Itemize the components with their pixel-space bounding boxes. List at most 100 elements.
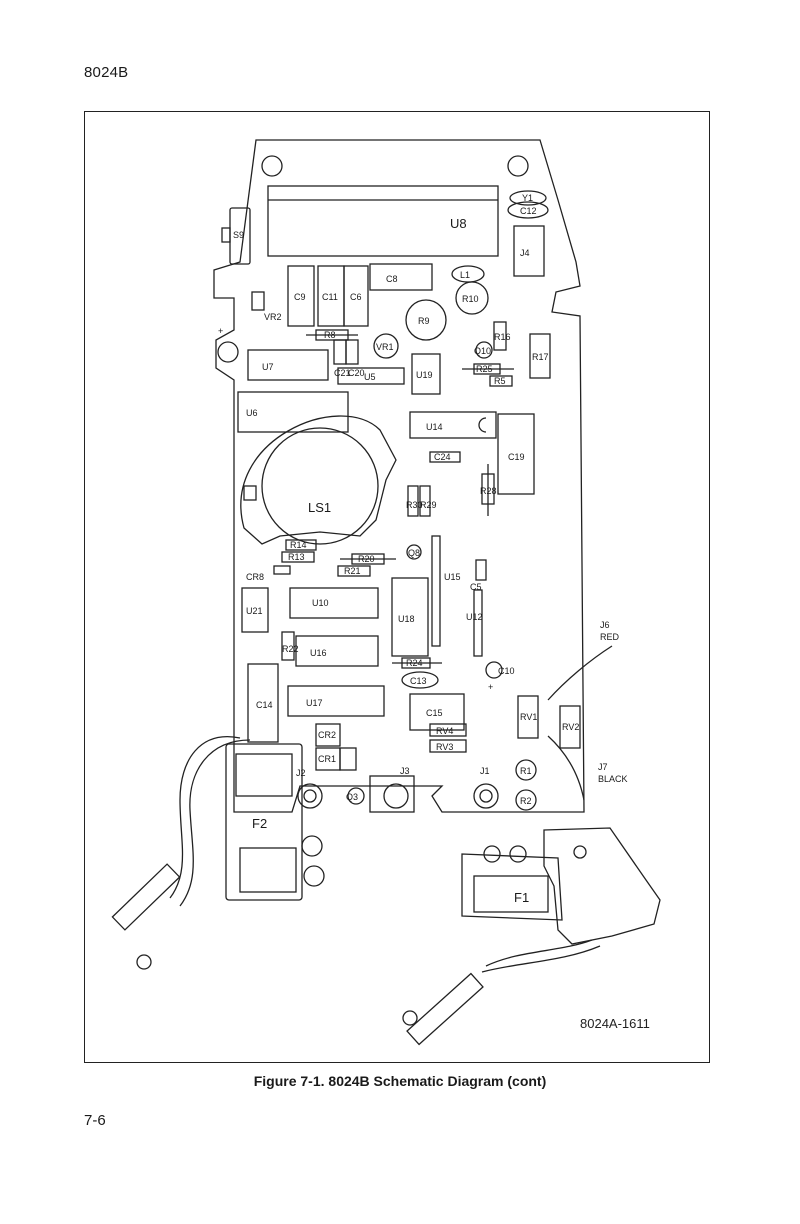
u17-chip [287,685,385,717]
label-black: BLACK [598,774,628,784]
rv3-varistor [429,739,467,753]
page-number: 7-6 [84,1112,106,1129]
r17-resistor [529,333,551,379]
label-r29: R29 [420,500,437,510]
label-r28: R28 [480,486,497,496]
u5-chip [337,367,405,385]
label-rv4: RV4 [436,726,453,736]
u12-strip [473,589,483,657]
r22-resistor [281,631,295,661]
label-j1: J1 [480,766,490,776]
label-c15: C15 [426,708,443,718]
q8-transistor [406,544,422,560]
label-r30: R30 [406,500,423,510]
label-r8: R8 [324,330,336,340]
u21-chip [241,587,269,633]
u19-chip [411,353,441,395]
j7-black-wire [547,735,585,801]
label-u18: U18 [398,614,415,624]
label-r16: R16 [494,332,511,342]
label-red: RED [600,632,620,642]
label-j6: J6 [600,620,610,630]
figure-caption: Figure 7-1. 8024B Schematic Diagram (con… [253,1073,547,1089]
f1-bracket [543,827,661,945]
f2-fuse-holder [225,743,303,901]
label-u6: U6 [246,408,258,418]
rv1-varistor [517,695,539,739]
label-c20: C20 [348,368,365,378]
label-plus-top: + [218,326,223,336]
c24-capacitor [429,451,461,463]
j1-jack [473,783,499,809]
pcb-board-outline [213,139,585,813]
vr2-regulator [251,291,265,311]
label-rv2: RV2 [562,722,579,732]
f1-wires [485,939,593,967]
label-c13: C13 [410,676,427,686]
r29-resistor [419,485,431,517]
f2-wire-2 [179,739,251,907]
label-r25: R25 [476,364,493,374]
label-r20: R20 [358,554,375,564]
r9-pot [405,299,447,341]
label-u5: U5 [364,372,376,382]
c14-capacitor [247,663,279,743]
label-c9: C9 [294,292,306,302]
label-u16: U16 [310,648,327,658]
r2-resistor [515,789,537,811]
label-r10: R10 [462,294,479,304]
label-c8: C8 [386,274,398,284]
c9-capacitor [287,265,315,327]
label-c6: C6 [350,292,362,302]
label-u7: U7 [262,362,274,372]
label-c14: C14 [256,700,273,710]
label-r2: R2 [520,796,532,806]
f1-probe-clip [406,972,484,1046]
label-rv3: RV3 [436,742,453,752]
j2-jack [297,783,323,809]
label-u10: U10 [312,598,329,608]
label-u8: U8 [450,216,467,231]
label-u15: U15 [444,572,461,582]
r14-resistor [285,539,317,551]
label-r5: R5 [494,376,506,386]
c20-capacitor [345,339,359,365]
u6-chip [237,391,349,433]
r13-resistor [281,551,315,563]
label-plus-c10: + [488,682,493,692]
q10-transistor [475,341,493,359]
r16-resistor [493,321,507,351]
label-r13: R13 [288,552,305,562]
c12-capacitor [507,201,549,219]
f2-probe-clip [111,863,181,931]
label-r17: R17 [532,352,549,362]
label-c12: C12 [520,206,537,216]
u16-chip [295,635,379,667]
mount-hole-right [507,155,529,177]
u10-chip [289,587,379,619]
u14-chip [409,411,497,439]
cr8-diode [273,565,291,575]
label-r14: R14 [290,540,307,550]
label-cr1: CR1 [318,754,336,764]
label-j2: J2 [296,768,306,778]
r30-resistor [407,485,419,517]
label-vr1: VR1 [376,342,394,352]
ls1-mount [240,415,397,545]
label-vr2: VR2 [264,312,282,322]
label-r9: R9 [418,316,430,326]
cr2-diode [315,723,341,747]
q3-transistor [347,787,365,805]
page-header: 8024B [84,64,129,81]
label-q3: Q3 [346,792,358,802]
label-u12: U12 [466,612,483,622]
f1-fuse [473,875,549,913]
u7-chip [247,349,329,381]
label-r24: R24 [406,658,423,668]
u15-strip [431,535,441,647]
label-l1: L1 [460,270,470,280]
label-f2: F2 [252,816,267,831]
f2-fuse [235,753,293,797]
j3-jack [383,783,409,809]
